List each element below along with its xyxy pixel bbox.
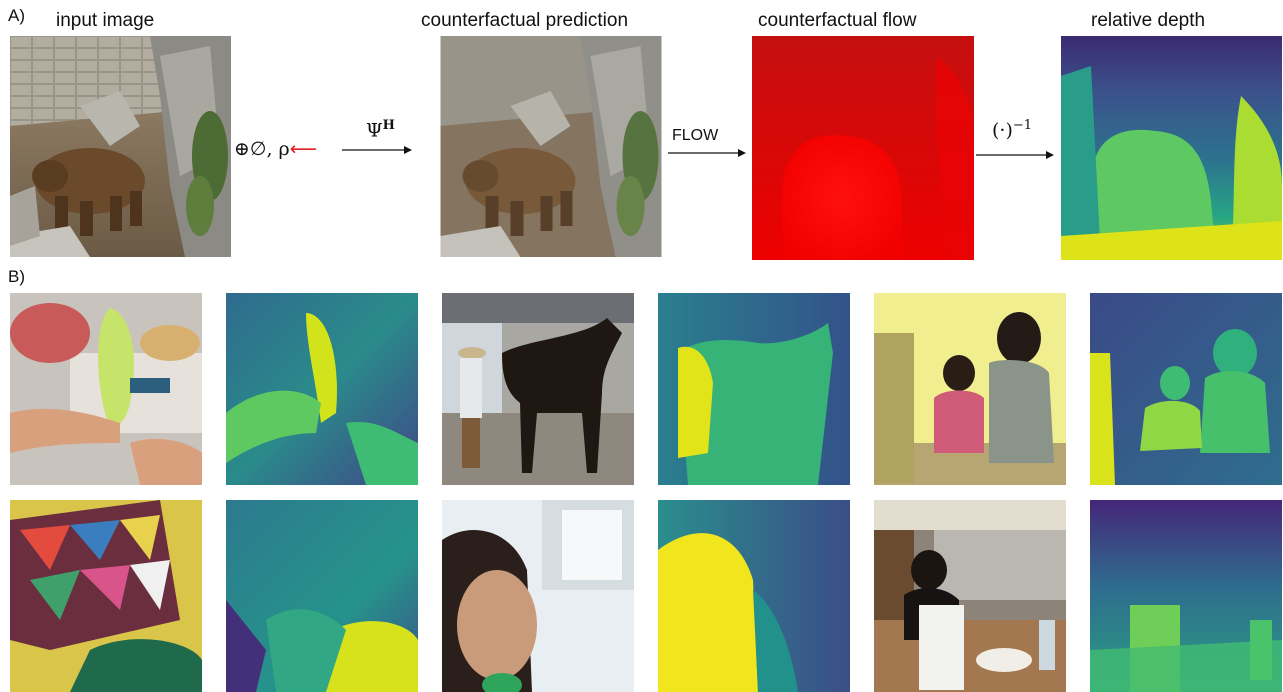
inverse-symbol: (·) (992, 119, 1013, 142)
perturbation-symbol: ⊕∅, ρ (234, 138, 290, 160)
example-depth-crafting (226, 293, 418, 485)
example-image-table (874, 500, 1066, 692)
example-image-people (874, 293, 1066, 485)
arrow-right-icon (342, 146, 412, 154)
red-arrow-icon: ⟵ (289, 138, 317, 160)
counterfactual-flow-image (752, 36, 974, 260)
panel-b-label: B) (8, 267, 25, 286)
flow-operator-label: FLOW (672, 127, 719, 144)
example-depth-people (1090, 293, 1282, 485)
title-relative-depth: relative depth (1091, 10, 1206, 31)
predictor-psi: ΨH (366, 118, 395, 141)
arrow-right-icon (668, 149, 746, 157)
psi-symbol: Ψ (366, 119, 383, 142)
example-depth-table (1090, 500, 1282, 692)
inverse-superscript: −1 (1012, 118, 1033, 133)
counterfactual-prediction-image (440, 36, 662, 257)
psi-superscript: H (382, 118, 395, 133)
perturbation-operator: ⊕∅, ρ⟵ (234, 138, 317, 160)
inverse-operator: (·)−1 (992, 118, 1032, 141)
input-image-bear (10, 36, 231, 257)
example-image-horse (442, 293, 634, 485)
example-depth-quilt (226, 500, 418, 692)
example-depth-horse (658, 293, 850, 485)
example-image-crafting (10, 293, 202, 485)
example-image-child (442, 500, 634, 692)
title-counterfactual-flow: counterfactual flow (758, 10, 917, 31)
arrow-right-icon (976, 151, 1054, 159)
example-image-quilt (10, 500, 202, 692)
relative-depth-image (1061, 36, 1282, 260)
panel-a-label: A) (8, 6, 25, 25)
title-input-image: input image (56, 10, 155, 31)
example-depth-child (658, 500, 850, 692)
title-counterfactual-prediction: counterfactual prediction (421, 10, 629, 31)
